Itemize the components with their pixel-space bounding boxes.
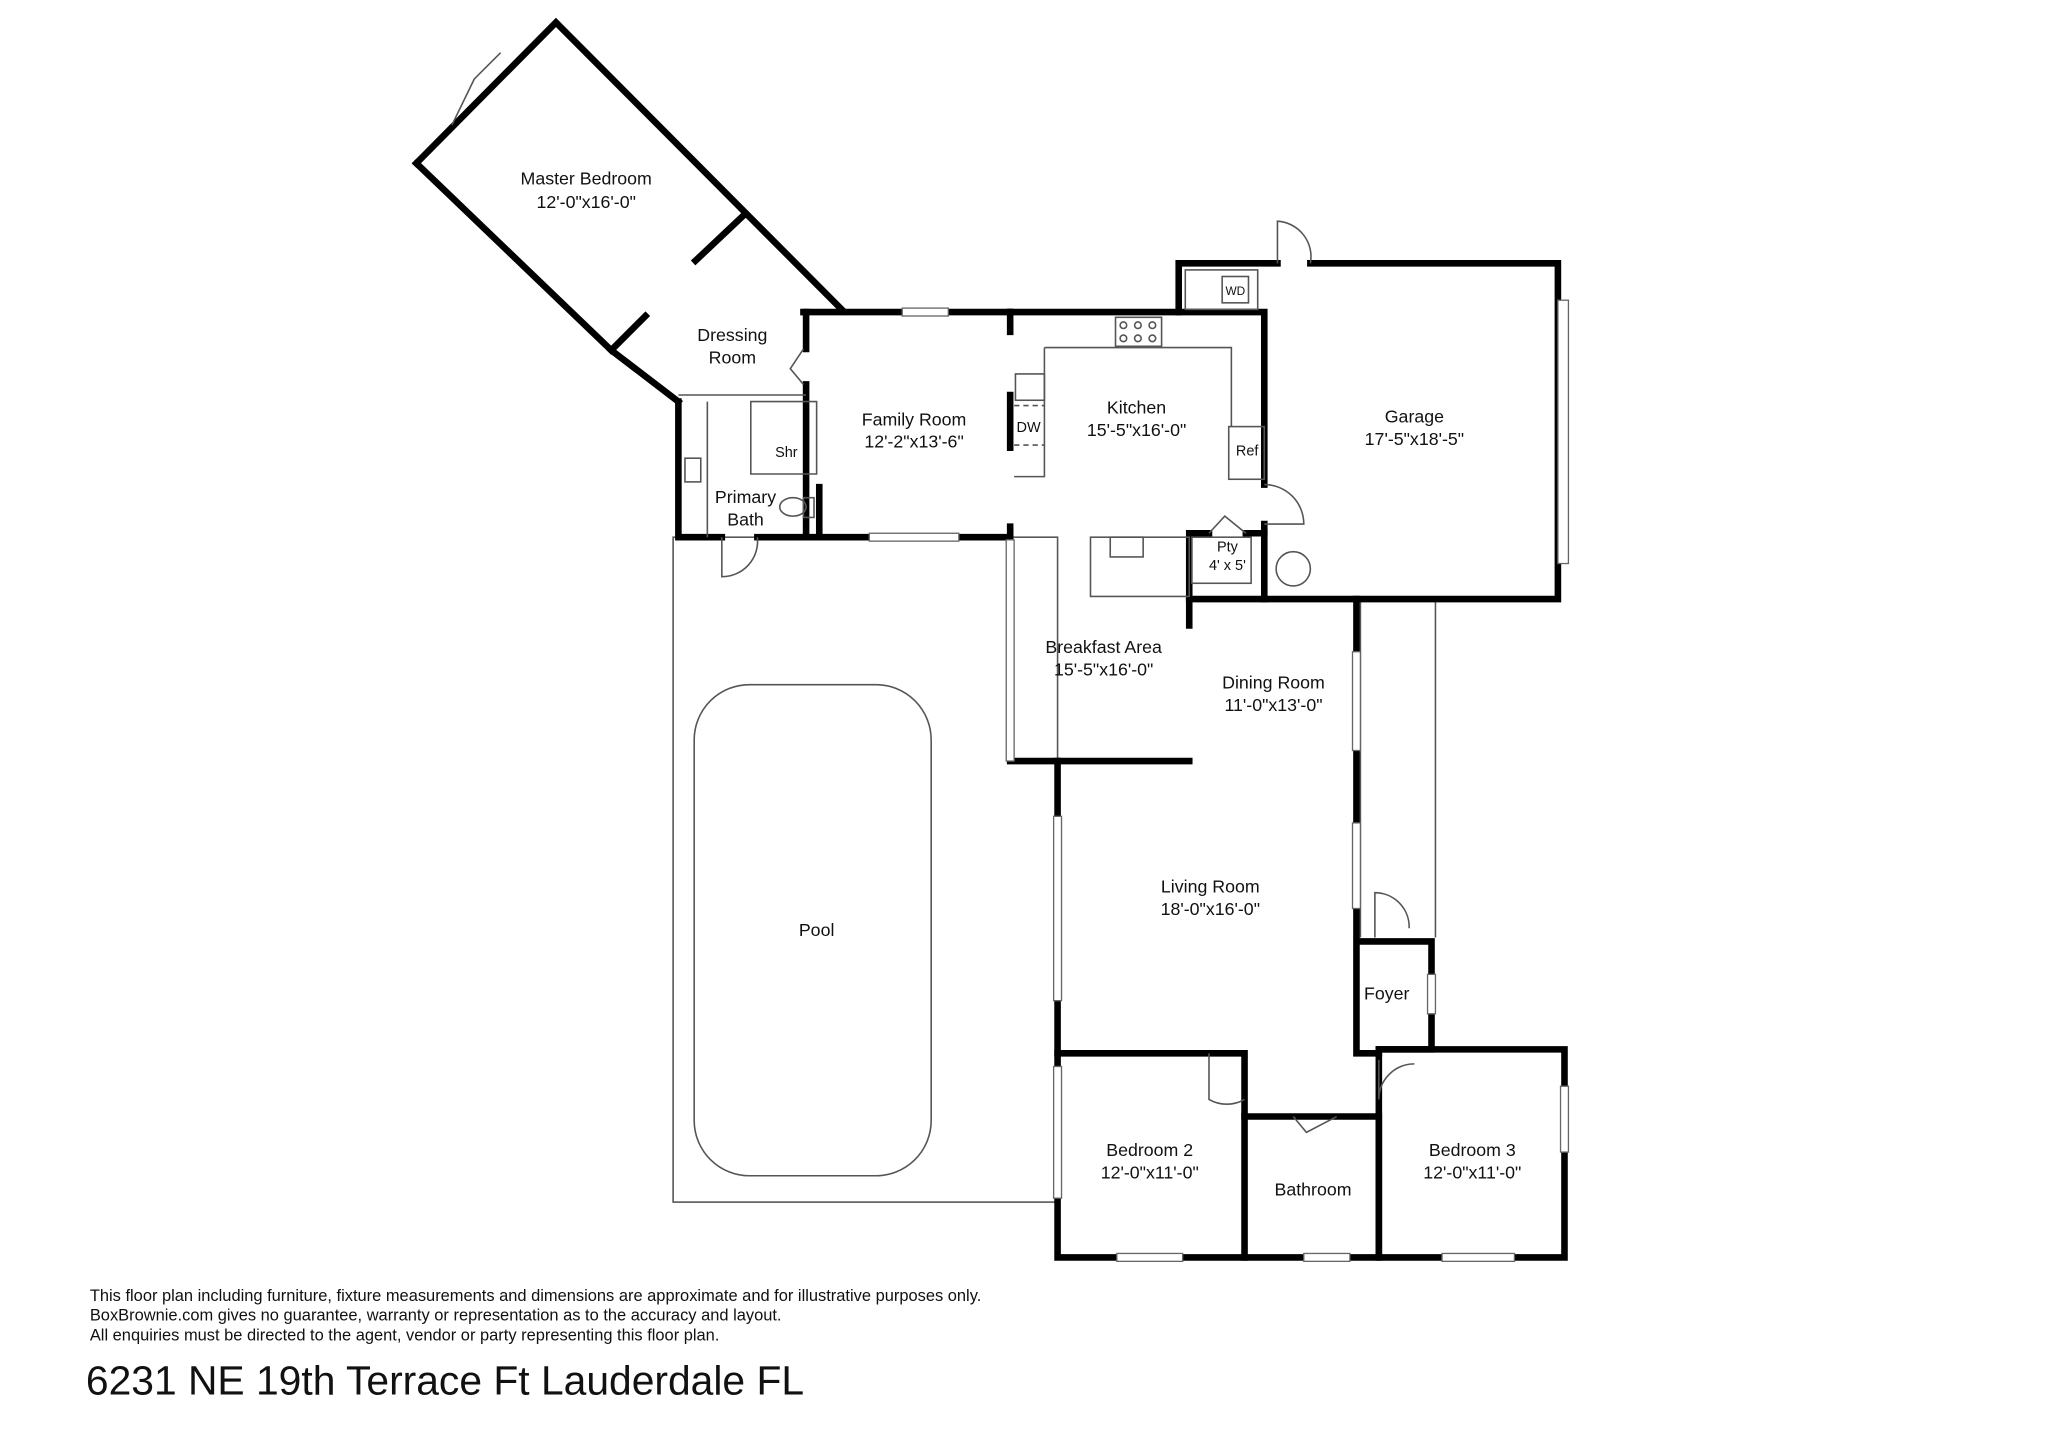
fixtures [684, 269, 1312, 598]
windows [868, 299, 1570, 1263]
room-dims-dining-room: 11'-0"x13'-0" [1224, 695, 1322, 715]
stove-icon [1114, 316, 1163, 348]
room-dims-pantry: 4' x 5' [1209, 558, 1246, 574]
kitchen-island [1089, 536, 1191, 598]
pool-label: Pool [799, 920, 835, 940]
room-dims-breakfast-area: 15'-5"x16'-0" [1054, 659, 1153, 679]
walkway-lines [1359, 601, 1437, 938]
room-name-primary-bath: Primary [715, 487, 776, 507]
room-dims-bedroom-3: 12'-0"x11'-0" [1423, 1162, 1521, 1182]
room-name-bathroom: Bathroom [1274, 1180, 1351, 1200]
room-name-foyer: Foyer [1364, 983, 1409, 1003]
room-name-kitchen: Kitchen [1107, 397, 1166, 417]
room-name-family-room: Family Room [862, 409, 967, 429]
vanity-sink-icon [684, 457, 702, 483]
room-name-dressing-room-2: Room [709, 347, 756, 367]
disclaimer-line: BoxBrownie.com gives no guarantee, warra… [90, 1307, 782, 1325]
room-dims-bedroom-2: 12'-0"x11'-0" [1101, 1162, 1199, 1182]
room-dims-master-bedroom: 12'-0"x16'-0" [537, 192, 636, 212]
washer-dryer-label: WD [1225, 284, 1245, 298]
room-dims-kitchen: 15'-5"x16'-0" [1087, 420, 1186, 440]
refrigerator-label: Ref [1236, 444, 1259, 460]
room-name-dressing-room: Dressing [697, 325, 767, 345]
room-name-master-bedroom: Master Bedroom [521, 168, 652, 188]
property-address: 6231 NE 19th Terrace Ft Lauderdale FL [86, 1357, 804, 1403]
room-dims-garage: 17'-5"x18'-5" [1365, 429, 1464, 449]
room-name-garage: Garage [1385, 407, 1444, 427]
pantry-shelf [1191, 536, 1252, 585]
doors [451, 52, 1415, 1134]
shower-label: Shr [775, 445, 798, 461]
refrigerator-icon [1227, 425, 1266, 481]
pool-outline [693, 683, 932, 1177]
room-name-pantry: Pty [1217, 540, 1239, 556]
washer-dryer-icon [1221, 275, 1250, 304]
room-name-primary-bath-2: Bath [727, 509, 764, 529]
room-name-breakfast-area: Breakfast Area [1045, 637, 1162, 657]
toilet-icon [778, 496, 807, 517]
water-heater-icon [1275, 550, 1312, 587]
room-name-living-room: Living Room [1161, 877, 1260, 897]
pool-area [672, 536, 1059, 1203]
room-name-bedroom-3: Bedroom 3 [1429, 1140, 1516, 1160]
sink-icon [1014, 373, 1046, 402]
disclaimer-line: All enquiries must be directed to the ag… [90, 1326, 720, 1344]
room-dims-family-room: 12'-2"x13'-6" [864, 432, 963, 452]
dishwasher-label: DW [1017, 420, 1041, 436]
room-name-dining-room: Dining Room [1222, 673, 1325, 693]
room-labels: Master Bedroom 12'-0"x16'-0" Dressing Ro… [521, 168, 1522, 1199]
disclaimer-line: This floor plan including furniture, fix… [90, 1287, 981, 1305]
disclaimer: This floor plan including furniture, fix… [90, 1287, 981, 1344]
room-dims-living-room: 18'-0"x16'-0" [1161, 899, 1260, 919]
room-name-bedroom-2: Bedroom 2 [1106, 1140, 1193, 1160]
